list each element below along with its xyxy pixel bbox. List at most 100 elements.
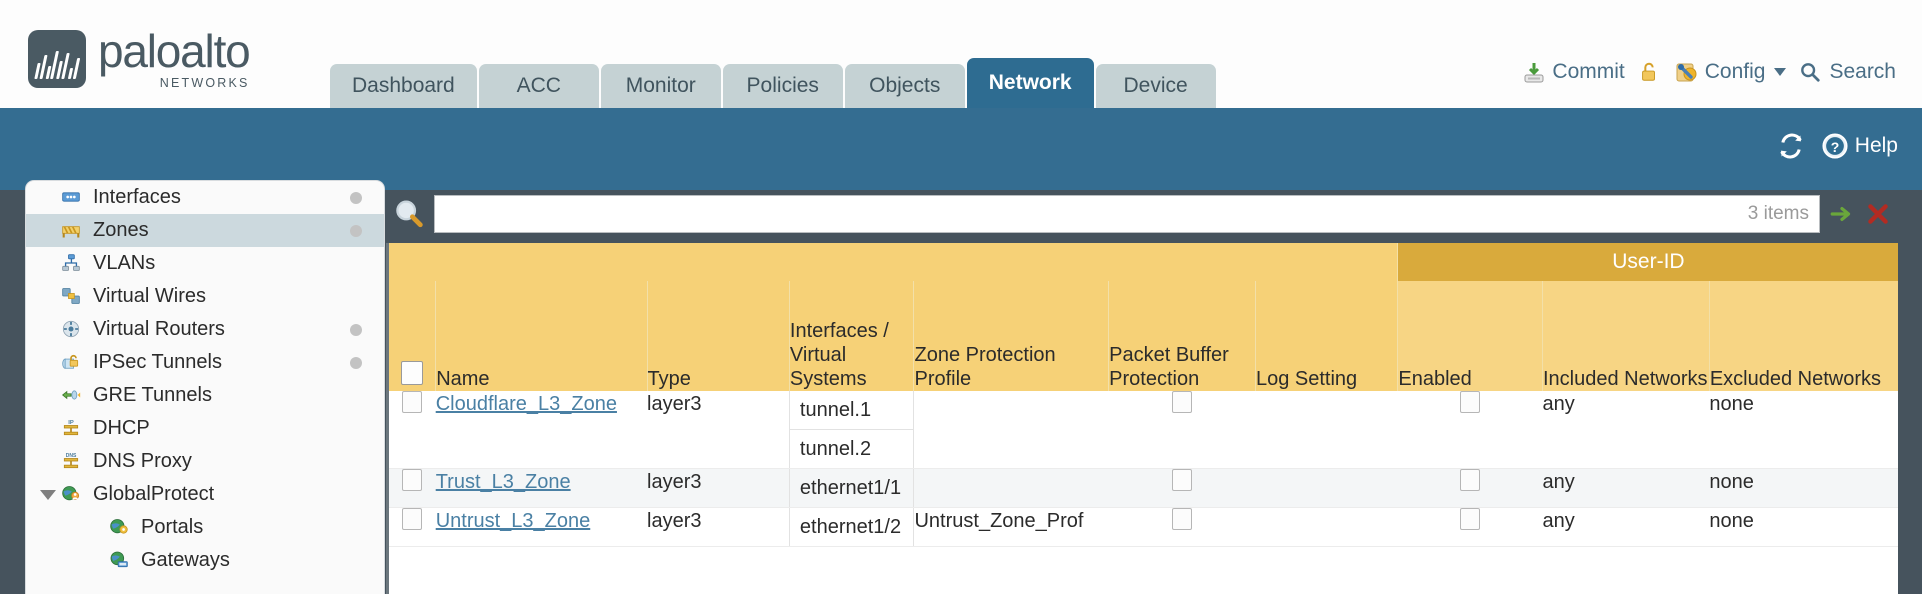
help-button[interactable]: ? Help: [1821, 132, 1898, 160]
tab-policies[interactable]: Policies: [722, 64, 843, 108]
sidebar-item-label: Portals: [141, 516, 204, 538]
zones-icon: [60, 220, 84, 242]
packet-buffer-protection-checkbox[interactable]: [1172, 469, 1193, 491]
column-header-included-networks[interactable]: Included Networks: [1542, 281, 1710, 391]
row-select-cell[interactable]: [389, 507, 436, 547]
commit-icon: [1522, 61, 1546, 83]
search-magnifier-icon[interactable]: [392, 197, 426, 231]
sidebar-item-portals[interactable]: Portals: [26, 511, 384, 544]
packet-buffer-protection-cell[interactable]: [1108, 391, 1256, 469]
lock-button[interactable]: [1638, 61, 1662, 83]
userid-enabled-checkbox[interactable]: [1460, 508, 1481, 530]
commit-button[interactable]: Commit: [1522, 60, 1625, 84]
sidebar-item-label: Interfaces: [93, 186, 181, 208]
svg-text:?: ?: [1831, 139, 1840, 155]
userid-enabled-cell[interactable]: [1397, 507, 1543, 547]
secondary-blue-band: [0, 108, 1922, 190]
dns-proxy-icon: DNS: [60, 451, 84, 473]
zone-name-link[interactable]: Cloudflare_L3_Zone: [435, 393, 617, 415]
lock-icon: [1638, 61, 1662, 83]
sidebar-item-globalprotect[interactable]: GlobalProtect: [26, 478, 384, 511]
refresh-icon[interactable]: [1777, 132, 1805, 160]
tab-dashboard[interactable]: Dashboard: [330, 64, 477, 108]
zone-name-link[interactable]: Trust_L3_Zone: [435, 471, 571, 493]
row-select-checkbox[interactable]: [402, 469, 423, 491]
clear-filter-button[interactable]: [1864, 200, 1892, 228]
tab-objects[interactable]: Objects: [844, 64, 965, 108]
tab-monitor[interactable]: Monitor: [600, 64, 721, 108]
zone-name-link[interactable]: Untrust_L3_Zone: [435, 510, 591, 532]
zone-name-cell[interactable]: Trust_L3_Zone: [435, 468, 648, 508]
brand-logo[interactable]: paloalto NETWORKS: [28, 28, 251, 90]
sidebar-item-gateways[interactable]: Gateways: [26, 544, 384, 577]
interfaces-cell: ethernet1/1: [788, 468, 915, 508]
included-networks-value: any: [1542, 393, 1575, 415]
select-all-header[interactable]: [389, 281, 437, 391]
included-networks-cell: any: [1542, 468, 1710, 508]
row-select-cell[interactable]: [389, 468, 436, 508]
sidebar-item-gre-tunnels[interactable]: GRE Tunnels: [26, 379, 384, 412]
tab-network[interactable]: Network: [966, 58, 1094, 108]
sidebar-item-status-dot: [350, 323, 362, 336]
sidebar-item-virtual-wires[interactable]: Virtual Wires: [26, 280, 384, 313]
dhcp-icon: IP: [60, 418, 84, 440]
packet-buffer-protection-checkbox[interactable]: [1172, 508, 1193, 530]
zone-type-cell: layer3: [647, 468, 790, 508]
gateways-icon: [108, 550, 132, 572]
row-select-checkbox[interactable]: [402, 508, 423, 530]
packet-buffer-protection-checkbox[interactable]: [1172, 391, 1193, 413]
sidebar-item-status-dot: [350, 191, 362, 204]
zone-name-cell[interactable]: Cloudflare_L3_Zone: [435, 391, 648, 469]
interfaces-cell: ethernet1/2: [788, 507, 915, 547]
sidebar-item-virtual-routers[interactable]: Virtual Routers: [26, 313, 384, 346]
search-input[interactable]: 3 items: [434, 195, 1820, 233]
packet-buffer-protection-cell[interactable]: [1108, 507, 1256, 547]
userid-enabled-cell[interactable]: [1397, 468, 1543, 508]
tab-device[interactable]: Device: [1095, 64, 1216, 108]
userid-enabled-checkbox[interactable]: [1460, 469, 1481, 491]
column-header-enabled[interactable]: Enabled: [1397, 281, 1543, 391]
tab-acc[interactable]: ACC: [478, 64, 599, 108]
log-setting-cell: [1255, 507, 1398, 547]
zone-name-cell[interactable]: Untrust_L3_Zone: [435, 507, 648, 547]
sidebar-item-status-dot: [350, 224, 362, 237]
sidebar-item-interfaces[interactable]: Interfaces: [26, 181, 384, 214]
sidebar-item-zones[interactable]: Zones: [26, 214, 384, 247]
row-select-checkbox[interactable]: [402, 391, 423, 413]
packet-buffer-protection-cell[interactable]: [1108, 468, 1256, 508]
userid-enabled-checkbox[interactable]: [1460, 391, 1481, 413]
sidebar-item-label: Virtual Routers: [93, 318, 225, 340]
row-select-cell[interactable]: [389, 391, 436, 469]
column-header-log-setting[interactable]: Log Setting: [1255, 281, 1399, 391]
column-header-type[interactable]: Type: [647, 281, 790, 391]
sidebar-item-ipsec-tunnels[interactable]: IPSec Tunnels: [26, 346, 384, 379]
included-networks-cell: any: [1542, 391, 1710, 469]
apply-filter-button[interactable]: [1828, 200, 1856, 228]
userid-enabled-cell[interactable]: [1397, 391, 1543, 469]
excluded-networks-cell: none: [1709, 468, 1898, 508]
group-header-spacer: [389, 243, 1399, 281]
select-all-checkbox[interactable]: [401, 361, 424, 385]
sidebar-item-label: Zones: [93, 219, 149, 241]
sidebar-item-vlans[interactable]: VLANs: [26, 247, 384, 280]
column-header-interfaces-virtual-systems[interactable]: Interfaces / Virtual Systems: [789, 281, 915, 391]
column-header-packet-buffer-protection[interactable]: Packet Buffer Protection: [1108, 281, 1256, 391]
log-setting-cell: [1255, 391, 1398, 469]
interface-entry: ethernet1/2: [799, 516, 902, 538]
column-header-name[interactable]: Name: [435, 281, 648, 391]
sidebar-item-status-dot: [350, 356, 362, 369]
column-header-excluded-networks[interactable]: Excluded Networks: [1709, 281, 1898, 391]
tree-expand-caret-icon[interactable]: [40, 489, 56, 500]
search-button[interactable]: Search: [1799, 60, 1896, 84]
config-menu[interactable]: Config: [1675, 60, 1787, 84]
column-header-zone-protection-profile[interactable]: Zone Protection Profile: [913, 281, 1110, 391]
